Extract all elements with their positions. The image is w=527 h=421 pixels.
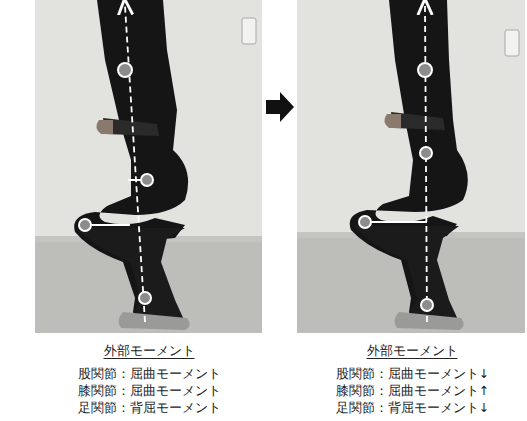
photo-after — [297, 0, 525, 333]
section-heading: 外部モーメント — [103, 343, 196, 359]
moment-label: 膝関節：屈曲モーメント↑ — [334, 383, 490, 399]
moment-label: 股関節：屈曲モーメント — [77, 366, 222, 382]
moment-text: 股関節：屈曲モーメント↓ — [336, 366, 489, 381]
moment-text: 足関節：背屈モーメント↓ — [336, 400, 489, 415]
moment-text: 股関節：屈曲モーメント — [78, 366, 221, 381]
moment-text: 膝関節：屈曲モーメント — [78, 383, 221, 398]
heading-text: 外部モーメント — [367, 343, 458, 358]
moment-label: 膝関節：屈曲モーメント — [77, 383, 222, 399]
moment-label: 股関節：屈曲モーメント↓ — [334, 366, 490, 382]
heading-text: 外部モーメント — [104, 343, 195, 358]
photo-before — [35, 0, 262, 333]
moment-text: 膝関節：屈曲モーメント↑ — [336, 383, 489, 398]
moment-label: 足関節：背屈モーメント↓ — [334, 400, 490, 416]
section-heading: 外部モーメント — [366, 343, 459, 359]
moment-text: 足関節：背屈モーメント — [78, 400, 221, 415]
transition-arrow — [266, 92, 294, 122]
moment-label: 足関節：背屈モーメント — [77, 400, 222, 416]
